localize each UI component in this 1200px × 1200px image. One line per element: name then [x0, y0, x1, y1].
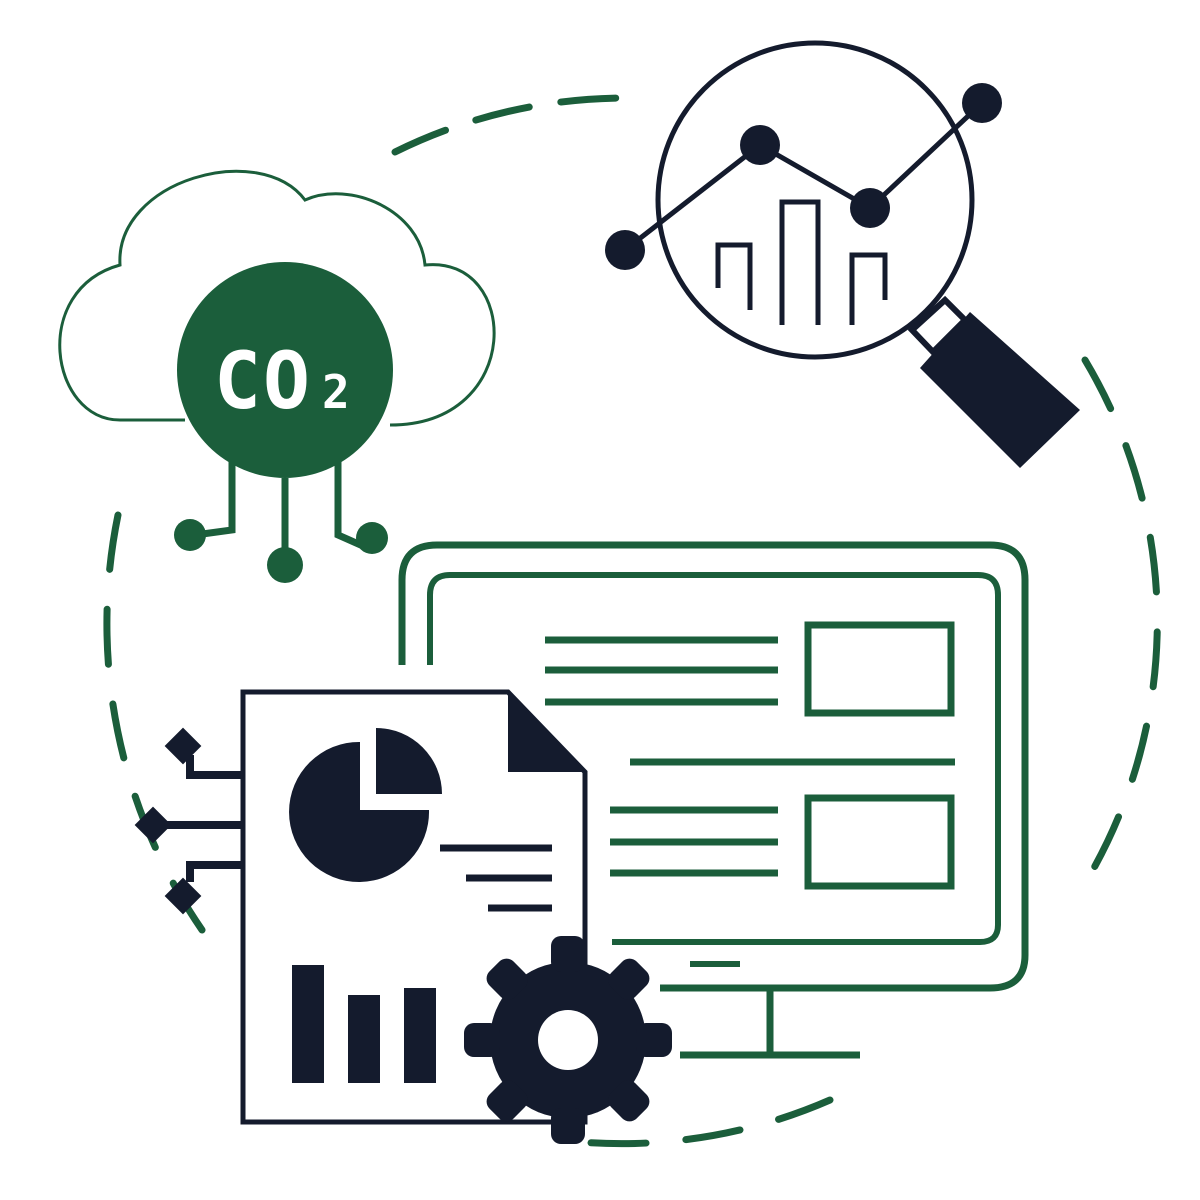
gear-hole [538, 1010, 598, 1070]
co2-label: CO [214, 337, 312, 427]
pie-chart-large-slice [289, 741, 430, 882]
monitor-dashboard-icon [398, 541, 1029, 1059]
monitor-inner-frame [427, 572, 1001, 945]
circuit-connector-diamonds [134, 727, 202, 915]
monitor-text-lines [545, 636, 955, 877]
monitor-panel-bottom [804, 794, 955, 890]
gear-icon [464, 936, 672, 1144]
co2-subscript: 2 [322, 365, 352, 419]
document-text-lines [440, 844, 552, 912]
co2-badge [177, 262, 393, 478]
lens-bars [715, 199, 888, 325]
co2-cloud-icon: CO 2 [58, 169, 496, 583]
magnifier-lens [655, 40, 975, 360]
monitor-outer-frame [398, 541, 1029, 992]
lens-trend-line [623, 101, 984, 252]
lens-trend-points [605, 83, 1002, 270]
cloud-circuit-nodes [174, 519, 388, 583]
monitor-panel-top [804, 621, 955, 717]
document-bar-chart [292, 965, 436, 1083]
magnifier-handle [920, 312, 1080, 468]
document-folded-corner [508, 692, 585, 772]
circuit-connector-icon [158, 755, 243, 882]
magnifier-chart-icon [605, 40, 1080, 468]
pie-chart-small-slice [376, 728, 442, 794]
